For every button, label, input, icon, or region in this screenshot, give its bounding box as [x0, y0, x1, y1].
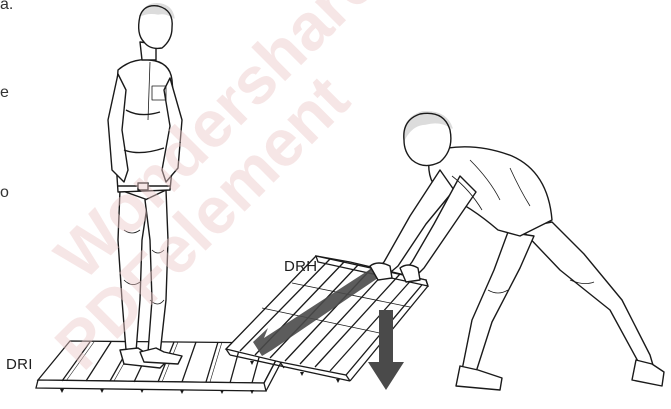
edge-text-fragment: o: [0, 184, 9, 202]
pushing-person: [370, 112, 664, 390]
standing-person: [108, 4, 182, 368]
edge-text-fragment: e: [0, 84, 9, 102]
edge-text-fragment: a.: [0, 0, 13, 14]
label-dri: DRI: [6, 356, 33, 373]
label-drh: DRH: [284, 258, 317, 275]
